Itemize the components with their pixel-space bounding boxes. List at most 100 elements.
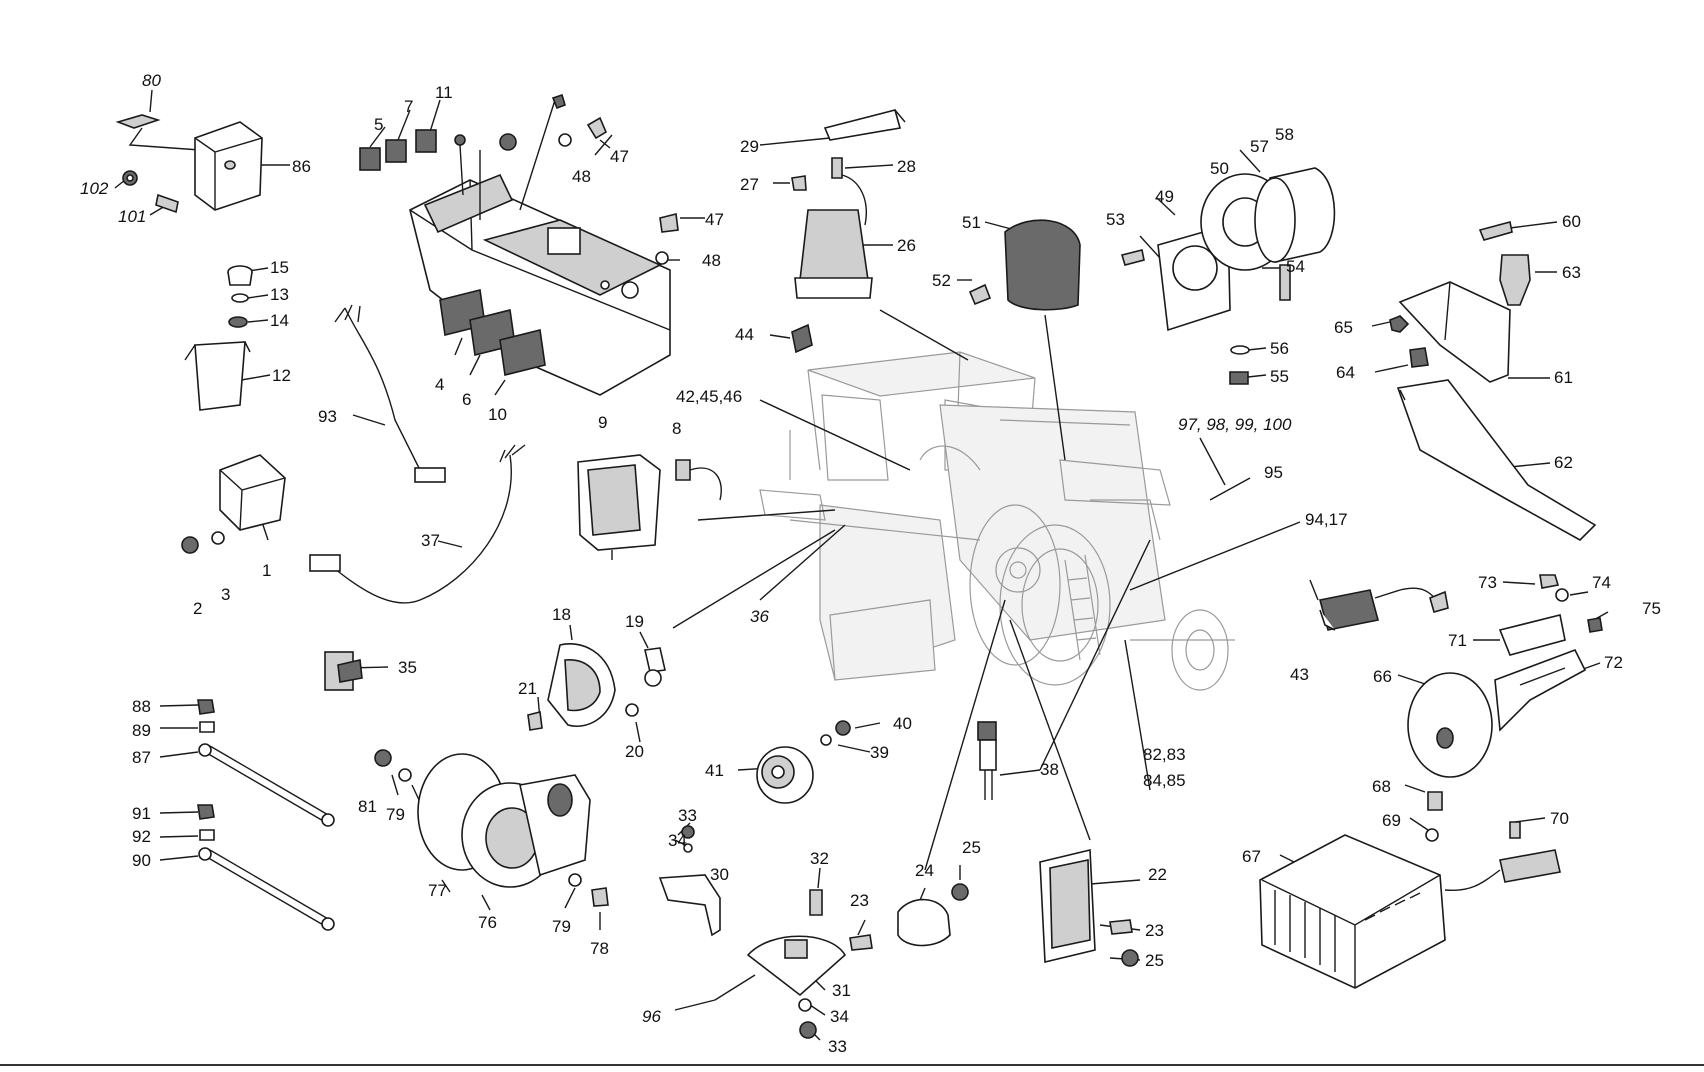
callout-49: 49 xyxy=(1155,187,1174,206)
flat-bracket xyxy=(823,109,906,141)
callout-32: 32 xyxy=(810,849,829,868)
callout-82: 82,83 xyxy=(1143,745,1186,764)
callout-29: 29 xyxy=(740,137,759,156)
callout-5: 5 xyxy=(374,115,383,134)
callout-48b: 48 xyxy=(702,251,721,270)
push-button-cap xyxy=(227,265,253,328)
callout-24: 24 xyxy=(915,861,934,880)
callout-67: 67 xyxy=(1242,847,1261,866)
cable xyxy=(309,444,526,604)
toggle-switch xyxy=(324,651,363,691)
callout-48a: 48 xyxy=(572,167,591,186)
callout-34a: 34 xyxy=(668,831,687,850)
callout-labels: 80 86 102 101 5 7 11 48 47 47 48 4 6 10 … xyxy=(80,71,1661,1056)
mirror-housing xyxy=(1004,219,1081,311)
combine-harvester-icon xyxy=(759,351,1235,691)
bulb xyxy=(644,647,666,687)
rocker-switch xyxy=(439,289,546,376)
callout-70: 70 xyxy=(1550,809,1569,828)
bolt-long xyxy=(1120,249,1145,266)
control-relay-box xyxy=(194,121,263,211)
callout-97: 97, 98, 99, 100 xyxy=(1178,415,1292,434)
callout-102: 102 xyxy=(80,179,109,198)
callout-80: 80 xyxy=(142,71,161,90)
angle-bracket xyxy=(1398,281,1511,383)
starter-washer xyxy=(568,873,609,907)
callout-79a: 79 xyxy=(386,805,405,824)
callout-43: 43 xyxy=(1290,665,1309,684)
callout-54: 54 xyxy=(1286,257,1305,276)
spring xyxy=(791,323,813,354)
callout-91: 91 xyxy=(132,804,151,823)
callout-93: 93 xyxy=(318,407,337,426)
callout-86: 86 xyxy=(292,157,311,176)
pressure-sensor xyxy=(1499,254,1531,306)
callout-63: 63 xyxy=(1562,263,1581,282)
callout-57: 57 xyxy=(1250,137,1269,156)
callout-2: 2 xyxy=(193,599,202,618)
indicator-lamp xyxy=(897,898,951,947)
callout-38: 38 xyxy=(1040,760,1059,779)
callout-33a: 33 xyxy=(678,806,697,825)
callout-90: 90 xyxy=(132,851,151,870)
callout-37: 37 xyxy=(421,531,440,550)
callout-6: 6 xyxy=(462,390,471,409)
callout-11: 11 xyxy=(435,83,453,102)
callout-12: 12 xyxy=(272,366,291,385)
callout-14: 14 xyxy=(270,311,289,330)
callout-64: 64 xyxy=(1336,363,1355,382)
callout-47b: 47 xyxy=(705,210,724,229)
ground-strap xyxy=(198,743,335,827)
lamp-bolt xyxy=(675,459,722,501)
callout-4: 4 xyxy=(435,375,444,394)
callout-50: 50 xyxy=(1210,159,1229,178)
callout-62: 62 xyxy=(1554,453,1573,472)
callout-25b: 25 xyxy=(1145,951,1164,970)
mounting-plate xyxy=(184,341,251,411)
starter-motor xyxy=(461,774,591,888)
electric-motor xyxy=(1254,167,1336,263)
glow-plug xyxy=(1319,587,1449,631)
callout-69: 69 xyxy=(1382,811,1401,830)
callout-61: 61 xyxy=(1554,368,1573,387)
horn-switch-base xyxy=(746,889,847,997)
bracket-right xyxy=(1494,648,1587,732)
battery-charger-icon xyxy=(1259,834,1561,989)
relay-bracket xyxy=(115,114,201,151)
hex-nut xyxy=(1389,315,1410,333)
beacon-bolt xyxy=(831,157,867,226)
callout-20: 20 xyxy=(625,742,644,761)
ground-strap-2 xyxy=(198,847,335,931)
motor-bolt xyxy=(1279,264,1291,301)
callout-56: 56 xyxy=(1270,339,1289,358)
callout-9: 9 xyxy=(598,413,607,432)
lamp-screw xyxy=(849,883,969,951)
push-switch xyxy=(977,721,997,800)
regulator xyxy=(1039,848,1096,964)
callout-53: 53 xyxy=(1106,210,1125,229)
horn-nut xyxy=(820,720,851,746)
callout-26: 26 xyxy=(897,236,916,255)
callout-25a: 25 xyxy=(962,838,981,857)
strap-nut xyxy=(197,699,215,733)
callout-95: 95 xyxy=(1264,463,1283,482)
callout-89: 89 xyxy=(132,721,151,740)
callout-8: 8 xyxy=(672,419,681,438)
fan-disc xyxy=(1407,672,1493,778)
bracket-small xyxy=(658,874,721,937)
callout-33b: 33 xyxy=(828,1037,847,1056)
washer-nut xyxy=(122,170,138,186)
small-bracket-right xyxy=(1498,574,1603,656)
callout-96: 96 xyxy=(642,1007,661,1026)
callout-87: 87 xyxy=(132,748,151,767)
callout-58: 58 xyxy=(1275,125,1294,144)
bottom-nut xyxy=(798,998,817,1039)
relay xyxy=(219,454,286,531)
callout-22: 22 xyxy=(1148,865,1167,884)
small-bolt xyxy=(181,531,225,554)
callout-51: 51 xyxy=(962,213,981,232)
washer-small xyxy=(681,825,695,853)
callout-94: 94,17 xyxy=(1305,510,1348,529)
callout-23b: 23 xyxy=(1145,921,1164,940)
